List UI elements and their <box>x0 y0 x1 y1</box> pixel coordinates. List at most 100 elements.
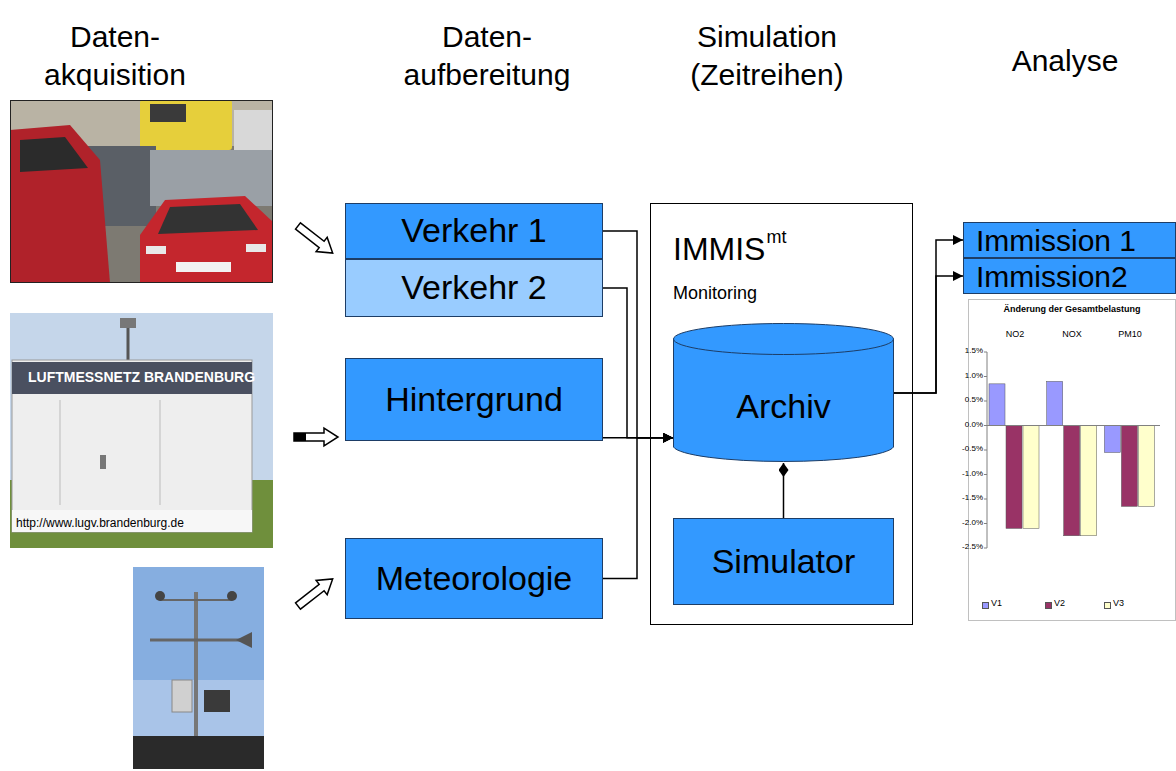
node-label: Immission 1 <box>976 224 1136 257</box>
weather-mast-photo <box>133 567 264 769</box>
process-box: Simulator <box>673 518 894 605</box>
axis-tick <box>984 401 987 402</box>
axis-tick <box>984 499 987 500</box>
chart-frame <box>969 300 1176 621</box>
hollow-arrow <box>294 433 306 441</box>
traffic-photo <box>11 101 273 283</box>
chart-category: PM10 <box>1108 330 1152 340</box>
hollow-arrow <box>292 219 338 260</box>
axis-tick-label: -0.5% <box>947 445 983 454</box>
chart-bar <box>1104 426 1120 453</box>
legend-text: V2 <box>1054 599 1065 609</box>
hollow-arrow <box>292 572 338 613</box>
traffic-photo <box>10 100 273 283</box>
node-label: Hintergrund <box>385 381 563 418</box>
column-heading: Simulation (Zeitreihen) <box>657 18 877 94</box>
input-box: Meteorologie <box>345 538 603 619</box>
node-label: Verkehr 1 <box>401 212 547 249</box>
traffic-photo <box>20 137 88 172</box>
system-box: IMMISmtMonitoringArchivSimulator <box>650 203 913 625</box>
axis-tick-label: -2.5% <box>947 543 983 552</box>
output-box: Immission 1 <box>963 222 1176 258</box>
weather-mast-photo <box>204 690 230 712</box>
connector <box>894 240 963 393</box>
axis-tick-label: 1.5% <box>947 347 983 356</box>
axis-tick <box>984 450 987 451</box>
axis-tick <box>984 376 987 377</box>
chart-bar <box>1081 426 1097 536</box>
station-photo <box>120 318 136 328</box>
node-label: Immission2 <box>976 260 1128 293</box>
hollow-arrow <box>292 219 338 613</box>
column-heading: Analyse <box>990 42 1140 80</box>
traffic-photo <box>140 196 273 283</box>
connector <box>783 463 785 518</box>
node-label: Verkehr 2 <box>401 269 547 306</box>
photo-url: http://www.lugv.brandenburg.de <box>16 517 266 530</box>
traffic-photo <box>158 204 258 234</box>
chart-bar <box>1047 381 1063 425</box>
weather-mast-photo <box>155 591 165 601</box>
weather-mast-photo <box>227 591 237 601</box>
traffic-photo <box>246 244 266 252</box>
axis-tick-label: -1.0% <box>947 470 983 479</box>
axis-tick-label: 0.5% <box>947 396 983 405</box>
axis-tick <box>984 425 987 426</box>
legend-swatch <box>982 602 989 609</box>
axis-tick <box>984 523 987 524</box>
connector <box>603 288 673 438</box>
system-subtitle: Monitoring <box>673 284 757 304</box>
zero-line <box>987 425 1160 426</box>
axis-tick-label: -1.5% <box>947 494 983 503</box>
cylinder-body <box>674 339 894 461</box>
hollow-arrow <box>294 428 338 446</box>
input-box: Verkehr 1 <box>345 203 603 259</box>
chart-bar <box>1023 426 1039 529</box>
traffic-photo <box>10 125 110 283</box>
weather-mast-photo <box>150 639 250 642</box>
station-photo <box>160 400 161 505</box>
connector <box>603 231 673 438</box>
axis-tick-label: -2.0% <box>947 519 983 528</box>
axis-tick <box>984 474 987 475</box>
station-photo <box>12 360 252 532</box>
legend-swatch <box>1104 602 1111 609</box>
chart-bar <box>989 384 1005 426</box>
traffic-photo <box>140 100 232 150</box>
photo-text: LUFTMESSNETZ BRANDENBURG <box>28 370 268 385</box>
legend-swatch <box>1045 602 1052 609</box>
chart-bar <box>1121 426 1137 507</box>
connector <box>603 438 673 579</box>
node-label: Archiv <box>736 388 830 425</box>
connector <box>894 276 963 393</box>
traffic-photo <box>10 100 273 283</box>
weather-mast-photo <box>133 680 264 740</box>
chart-category: NOX <box>1050 330 1094 340</box>
superscript: mt <box>766 228 786 248</box>
legend-text: V3 <box>1113 599 1124 609</box>
column-heading: Daten- aufbereitung <box>382 18 592 94</box>
station-photo <box>60 400 61 505</box>
axis-tick-label: 0.0% <box>947 421 983 430</box>
station-photo <box>10 313 273 548</box>
chart-frame <box>969 300 1176 621</box>
weather-mast-photo <box>194 592 198 740</box>
traffic-photo <box>176 262 231 272</box>
database-cylinder: Archiv <box>673 323 894 463</box>
chart-bar <box>1138 426 1154 507</box>
column-heading: Daten- akquisition <box>25 18 205 94</box>
weather-mast-photo <box>160 599 232 601</box>
system-name: IMMIS <box>673 232 765 267</box>
station-photo <box>100 455 106 469</box>
node-label: Simulator <box>712 543 856 580</box>
axis-tick <box>984 352 987 353</box>
weather-mast-photo <box>133 736 264 769</box>
output-box: Immission2 <box>963 258 1176 294</box>
traffic-photo <box>150 150 273 206</box>
axis-tick <box>984 548 987 549</box>
legend-text: V1 <box>991 599 1002 609</box>
weather-mast-photo <box>172 680 192 712</box>
node-label: Meteorologie <box>376 560 573 597</box>
chart-bar <box>1064 426 1080 536</box>
